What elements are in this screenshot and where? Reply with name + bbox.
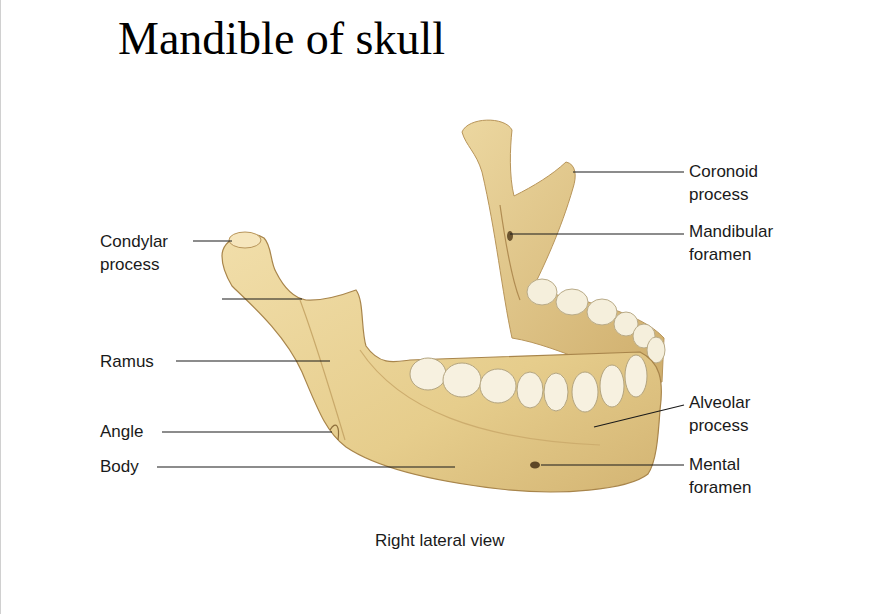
part-label: Mandibular foramen <box>689 220 801 266</box>
frame-edge <box>0 0 1 614</box>
part-label: Body <box>100 455 139 478</box>
leader-line <box>510 233 684 234</box>
part-label: Mental foramen <box>689 453 801 499</box>
leader-line <box>594 405 684 427</box>
far-teeth <box>527 279 665 363</box>
condylar-head <box>229 232 261 248</box>
part-label: Ramus <box>100 350 154 373</box>
leader-lines <box>157 172 684 467</box>
near-teeth <box>410 355 647 412</box>
leader-line <box>541 464 684 465</box>
part-label: Angle <box>100 420 143 443</box>
part-label: Condylar process <box>100 230 192 276</box>
leader-line <box>573 171 684 172</box>
view-caption: Right lateral view <box>375 530 504 552</box>
leader-line <box>176 360 330 361</box>
mental-foramen <box>530 462 540 469</box>
leader-line <box>222 298 302 299</box>
part-label: Coronoid process <box>689 160 801 206</box>
part-label: Alveolar process <box>689 391 801 437</box>
leader-line <box>162 431 332 432</box>
page-title: Mandible of skull <box>118 12 445 66</box>
leader-line <box>193 240 232 241</box>
near-mandible <box>222 234 661 492</box>
far-ramus <box>462 120 664 382</box>
leader-line <box>157 466 455 467</box>
mandibular-foramen <box>507 231 513 241</box>
oblique-line <box>360 350 600 445</box>
mylohyoid-ridge <box>500 205 520 300</box>
ramus-shading <box>300 300 345 440</box>
